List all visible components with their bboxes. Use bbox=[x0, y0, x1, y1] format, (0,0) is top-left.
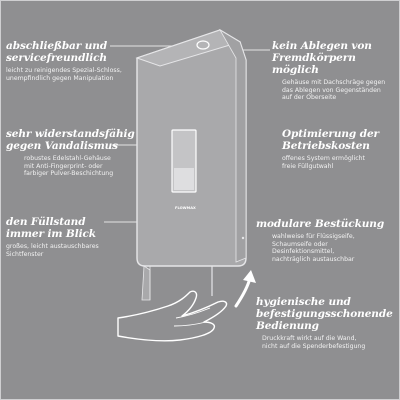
push-arrow-head bbox=[243, 270, 256, 283]
dispenser-side-panel bbox=[218, 28, 247, 263]
feature-lock-detail: leicht zu reinigendes Spezial-Schloss, u… bbox=[6, 67, 122, 82]
feature-modular-detail: wahlweise für Flüssigseife, Schaumseife … bbox=[272, 233, 355, 263]
hand-finger-line bbox=[175, 307, 211, 319]
feature-no-storage: kein Ablegen von Fremdkörpern möglich Ge… bbox=[272, 40, 398, 102]
feature-hygienic-detail: Druckkraft wirkt auf die Wand, nicht auf… bbox=[262, 335, 366, 350]
feature-fill-level-heading: den Füllstand immer im Blick bbox=[6, 216, 96, 240]
feature-costs: Optimierung der Betriebskosten offenes S… bbox=[282, 128, 398, 170]
fill-level-indicator bbox=[174, 168, 194, 190]
feature-modular-heading: modulare Bestückung bbox=[256, 218, 385, 230]
push-paddle[interactable] bbox=[141, 265, 151, 301]
push-arrow-icon bbox=[234, 276, 252, 308]
feature-costs-heading: Optimierung der Betriebskosten bbox=[282, 128, 379, 152]
feature-no-storage-detail: Gehäuse mit Dachschräge gegen das Ablege… bbox=[282, 79, 386, 102]
feature-modular: modulare Bestückung wahlweise für Flüssi… bbox=[256, 218, 398, 263]
feature-vandalism: sehr widerstandsfähig gegen Vandalismus … bbox=[6, 128, 142, 178]
screw-icon bbox=[241, 236, 245, 240]
feature-no-storage-heading: kein Ablegen von Fremdkörpern möglich bbox=[272, 40, 372, 76]
feature-lock-heading: abschließbar und servicefreundlich bbox=[6, 40, 108, 64]
hand-icon bbox=[117, 290, 228, 342]
feature-lock: abschließbar und servicefreundlich leich… bbox=[6, 40, 156, 82]
lock-icon[interactable] bbox=[196, 40, 210, 50]
feature-fill-level: den Füllstand immer im Blick großes, lei… bbox=[6, 216, 136, 258]
feature-vandalism-heading: sehr widerstandsfähig gegen Vandalismus bbox=[6, 128, 135, 152]
feature-vandalism-detail: robustes Edelstahl-Gehäuse mit Anti-Fing… bbox=[24, 155, 114, 178]
feature-fill-level-detail: großes, leicht austauschbares Sichtfenst… bbox=[6, 243, 99, 258]
brand-label: FLOWMAX bbox=[175, 206, 196, 210]
feature-hygienic-heading: hygienische und befestigungsschonende Be… bbox=[256, 296, 393, 332]
feature-costs-detail: offenes System ermöglicht freie Füllgutw… bbox=[282, 155, 365, 170]
hand-finger-line-2 bbox=[173, 321, 207, 327]
feature-hygienic: hygienische und befestigungsschonende Be… bbox=[256, 296, 398, 350]
